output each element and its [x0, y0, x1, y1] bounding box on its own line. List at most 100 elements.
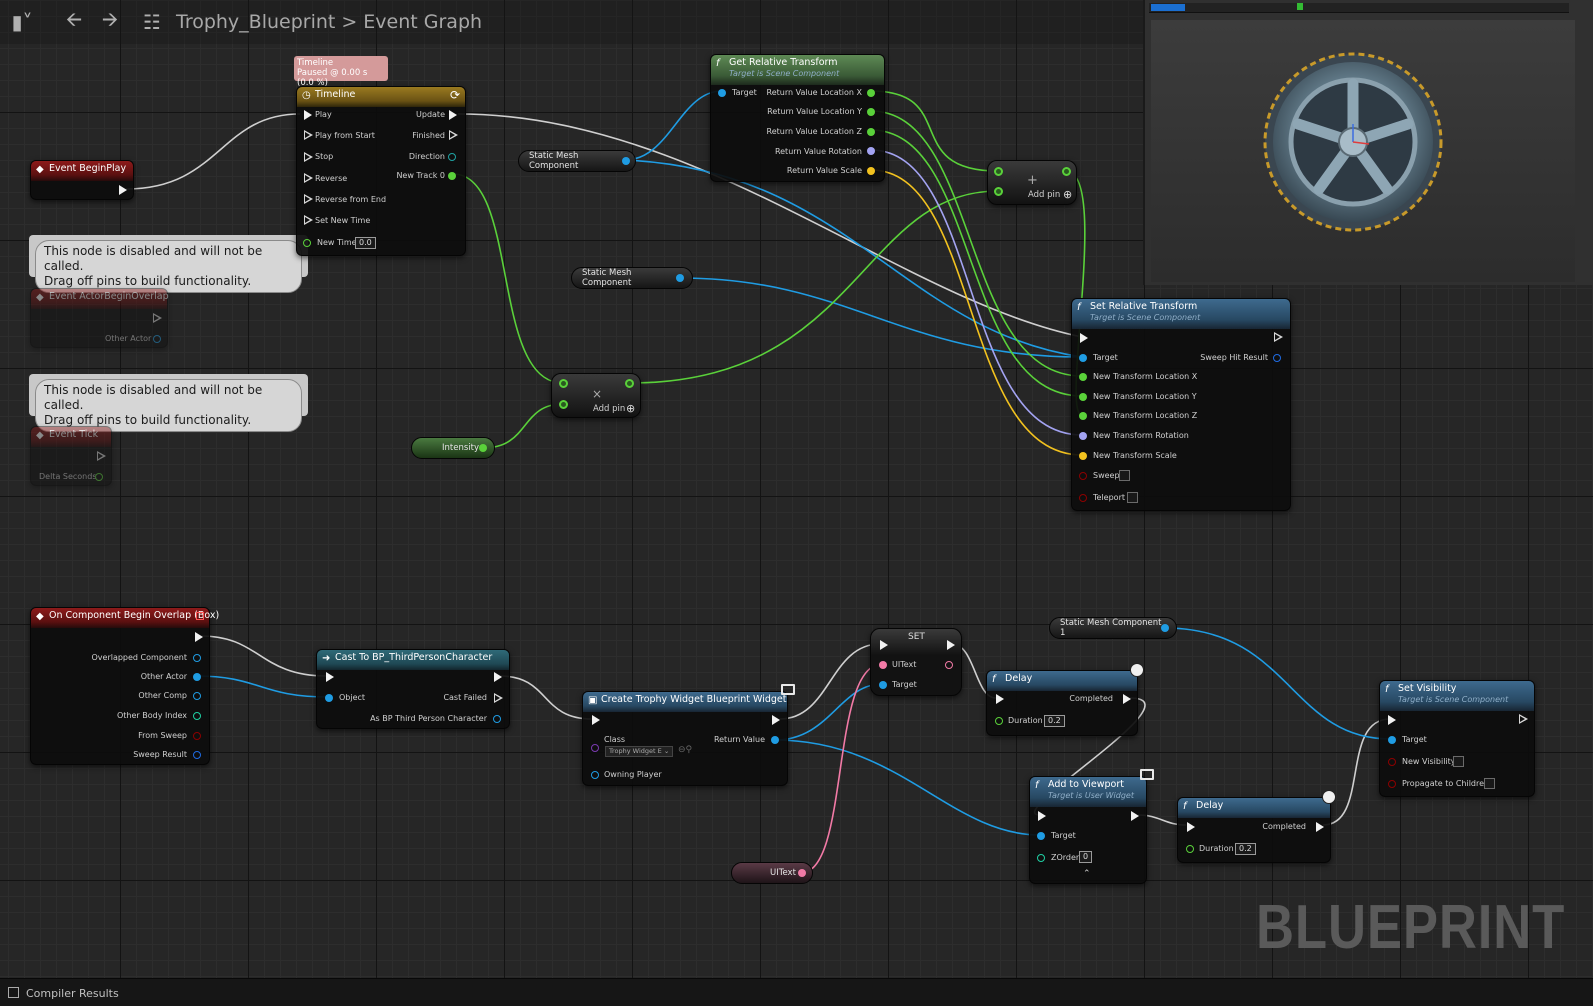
disabled-comment-2[interactable]: This node is disabled and will not be ca…	[29, 374, 308, 432]
float-out-pin[interactable]	[479, 444, 487, 452]
exec-out-pin[interactable]	[772, 715, 780, 725]
class-dropdown[interactable]: Trophy Widget E ⌄	[605, 746, 673, 757]
object-in-pin[interactable]	[325, 694, 333, 702]
viewport-3d[interactable]	[1151, 20, 1575, 282]
completed-exec-pin[interactable]	[1123, 694, 1131, 704]
completed-exec-pin[interactable]	[1316, 822, 1324, 832]
scale-out-pin[interactable]	[867, 167, 875, 175]
on-component-begin-overlap-node[interactable]: ◆On Component Begin Overlap (Box) Overla…	[30, 607, 219, 765]
sweep-checkbox[interactable]	[1119, 470, 1130, 481]
exec-out-pin[interactable]	[119, 185, 127, 195]
other-body-index-pin[interactable]	[193, 712, 201, 720]
exec-in-pin[interactable]	[996, 694, 1004, 704]
exec-in-pin[interactable]	[1388, 715, 1396, 725]
timeline-node[interactable]: ◷Timeline⟳ Play Play from Start Stop Rev…	[296, 86, 466, 256]
set-new-time-pin[interactable]	[304, 215, 313, 226]
zorder-pin[interactable]	[1037, 854, 1045, 862]
collapse-advanced-icon[interactable]: ⌃	[1083, 869, 1091, 879]
multiply-node[interactable]: × Add pin ⊕	[551, 373, 641, 418]
other-actor-pin[interactable]	[193, 673, 201, 681]
cast-failed-pin[interactable]	[494, 693, 503, 704]
return-value-pin[interactable]	[771, 736, 779, 744]
add-pin-icon[interactable]: ⊕	[1063, 188, 1073, 201]
zorder-value[interactable]: 0	[1079, 851, 1093, 863]
static-mesh-component-var-1[interactable]: Static Mesh Component	[518, 150, 636, 172]
float-in-pin-a[interactable]	[559, 379, 568, 388]
event-actorbeginoverlap-node[interactable]: ◆Event ActorBeginOverlap Other Actor	[30, 288, 169, 348]
event-beginplay-node[interactable]: ◆Event BeginPlay	[30, 160, 134, 200]
viewport-preview[interactable]	[1143, 0, 1593, 285]
direction-pin[interactable]	[448, 153, 456, 161]
exec-in-pin[interactable]	[326, 672, 334, 682]
intensity-var[interactable]: Intensity	[411, 437, 495, 459]
loc-z-in-pin[interactable]	[1079, 412, 1087, 420]
exec-out-pin[interactable]	[97, 451, 106, 462]
exec-out-pin[interactable]	[153, 313, 162, 324]
add-pin-icon[interactable]: ⊕	[626, 402, 636, 415]
new-visibility-checkbox[interactable]	[1453, 756, 1464, 767]
forward-arrow-icon[interactable]: 🡪	[101, 7, 119, 31]
exec-in-pin[interactable]	[880, 640, 888, 650]
rotation-out-pin[interactable]	[867, 147, 875, 155]
sweep-result-pin[interactable]	[193, 751, 201, 759]
sweep-hit-out-pin[interactable]	[1273, 354, 1281, 362]
loc-z-out-pin[interactable]	[867, 128, 875, 136]
reverse-pin[interactable]	[304, 173, 313, 184]
bookmark-icon[interactable]: ▮˅	[11, 10, 33, 34]
overlapped-component-pin[interactable]	[193, 654, 201, 662]
loc-y-out-pin[interactable]	[867, 108, 875, 116]
event-tick-node[interactable]: ◆Event Tick Delta Seconds	[30, 426, 112, 486]
target-in-pin[interactable]	[718, 89, 726, 97]
exec-out-pin[interactable]	[1274, 332, 1283, 343]
object-out-pin[interactable]	[676, 274, 684, 282]
float-in-pin-b[interactable]	[994, 187, 1003, 196]
rotation-in-pin[interactable]	[1079, 432, 1087, 440]
duration-value[interactable]: 0.2	[1235, 843, 1256, 855]
propagate-checkbox[interactable]	[1484, 778, 1495, 789]
teleport-checkbox[interactable]	[1127, 492, 1138, 503]
teleport-in-pin[interactable]	[1079, 494, 1087, 502]
uitext-in-pin[interactable]	[879, 661, 887, 669]
other-comp-pin[interactable]	[193, 692, 201, 700]
exec-out-pin[interactable]	[195, 632, 203, 642]
loc-x-in-pin[interactable]	[1079, 373, 1087, 381]
create-widget-node[interactable]: ▣Create Trophy Widget Blueprint Widget C…	[582, 684, 795, 786]
cast-node[interactable]: ➜Cast To BP_ThirdPersonCharacter Object …	[316, 649, 510, 729]
duration-pin[interactable]	[1186, 845, 1194, 853]
add-pin-button[interactable]: Add pin	[593, 404, 626, 414]
update-exec-pin[interactable]	[449, 110, 457, 120]
float-out-pin[interactable]	[625, 379, 634, 388]
sweep-in-pin[interactable]	[1079, 472, 1087, 480]
from-sweep-pin[interactable]	[193, 732, 201, 740]
propagate-pin[interactable]	[1388, 780, 1396, 788]
add-pin-button[interactable]: Add pin	[1028, 190, 1061, 200]
object-out-pin[interactable]	[622, 157, 630, 165]
exec-out-pin[interactable]	[947, 640, 955, 650]
loc-x-out-pin[interactable]	[867, 89, 875, 97]
reverse-from-end-pin[interactable]	[304, 194, 313, 205]
exec-out-pin[interactable]	[494, 672, 502, 682]
object-out-pin[interactable]	[1161, 624, 1169, 632]
float-out-pin[interactable]	[1062, 167, 1071, 176]
stop-pin[interactable]	[304, 152, 313, 163]
float-out-pin[interactable]	[95, 473, 103, 481]
static-mesh-component-var-2[interactable]: Static Mesh Component	[571, 267, 693, 289]
target-in-pin[interactable]	[1388, 736, 1396, 744]
static-mesh-component-1-var[interactable]: Static Mesh Component 1	[1049, 617, 1177, 639]
new-visibility-pin[interactable]	[1388, 758, 1396, 766]
scale-in-pin[interactable]	[1079, 452, 1087, 460]
play-icon[interactable]	[1297, 3, 1303, 10]
new-time-pin[interactable]	[303, 239, 311, 247]
as-bp-pin[interactable]	[493, 715, 501, 723]
uitext-out-pin[interactable]	[945, 661, 953, 669]
exec-in-pin[interactable]	[1080, 333, 1088, 343]
float-in-pin-b[interactable]	[559, 400, 568, 409]
duration-pin[interactable]	[995, 717, 1003, 725]
set-uitext-node[interactable]: SET UIText Target	[870, 628, 962, 696]
new-track-pin[interactable]	[448, 172, 456, 180]
loc-y-in-pin[interactable]	[1079, 393, 1087, 401]
exec-in-pin[interactable]	[1187, 822, 1195, 832]
